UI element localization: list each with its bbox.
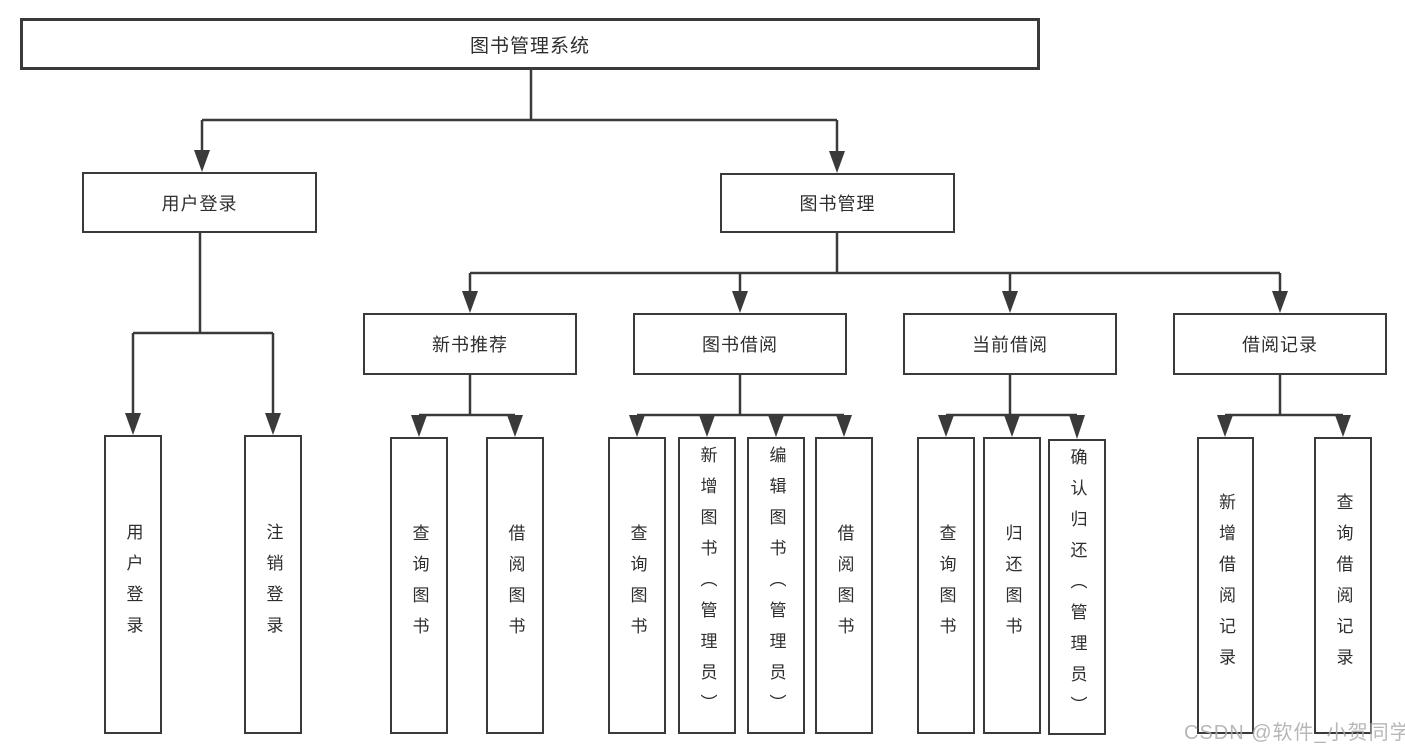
node-root-system: 图书管理系统	[20, 18, 1040, 70]
watermark: CSDN @软件_小贺同学	[1184, 722, 1405, 744]
node-book-management: 图书管理	[720, 173, 955, 233]
leaf-logout: 注销登录	[244, 435, 302, 734]
leaf-borrow-query-book: 查询图书	[608, 437, 666, 734]
node-book-borrow: 图书借阅	[633, 313, 847, 375]
leaf-recommend-query-book: 查询图书	[390, 437, 448, 734]
leaf-current-return-book: 归还图书	[983, 437, 1041, 734]
leaf-current-confirm-return-admin: 确认归还（管理员）	[1048, 439, 1106, 735]
node-new-book-recommend: 新书推荐	[363, 313, 577, 375]
leaf-record-add-borrow-record: 新增借阅记录	[1197, 437, 1254, 734]
node-borrow-record: 借阅记录	[1173, 313, 1387, 375]
leaf-current-query-book: 查询图书	[917, 437, 975, 734]
leaf-recommend-borrow-book: 借阅图书	[486, 437, 544, 734]
node-user-login: 用户登录	[82, 172, 317, 233]
leaf-borrow-add-book-admin: 新增图书（管理员）	[678, 437, 736, 734]
leaf-user-login: 用户登录	[104, 435, 162, 734]
node-current-borrow: 当前借阅	[903, 313, 1117, 375]
leaf-borrow-borrow-book: 借阅图书	[815, 437, 873, 734]
leaf-borrow-edit-book-admin: 编辑图书（管理员）	[747, 437, 805, 734]
leaf-record-query-borrow-record: 查询借阅记录	[1314, 437, 1372, 734]
